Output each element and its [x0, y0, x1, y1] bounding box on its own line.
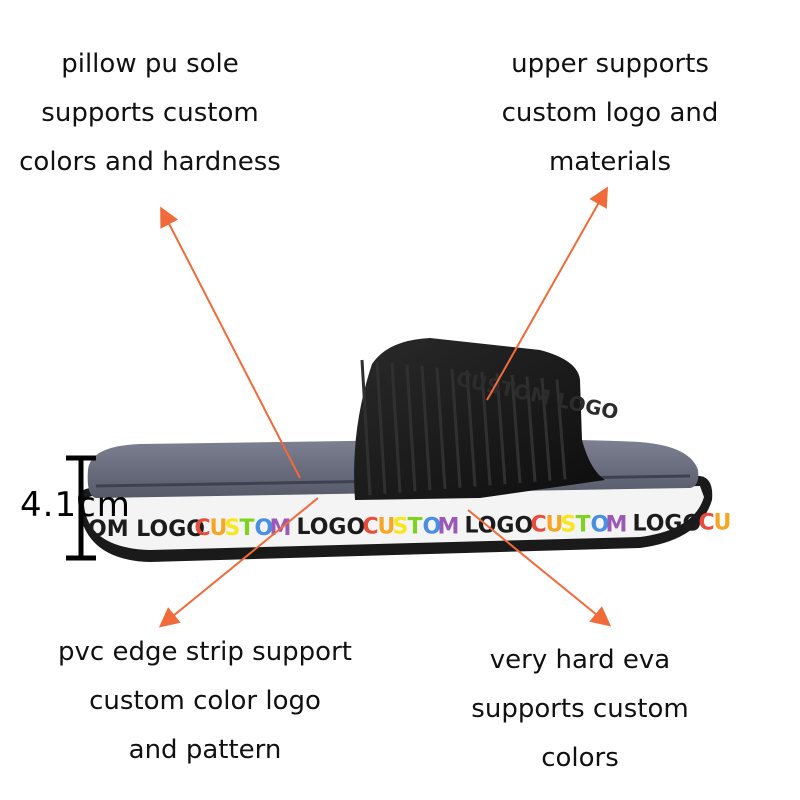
upper-rib: [450, 368, 462, 488]
upper-strap: [354, 338, 605, 500]
arrow-sole: [160, 206, 301, 479]
annotation-line: pvc edge strip support: [58, 637, 352, 667]
upper-rib: [555, 379, 567, 480]
annotation-line: custom color logo: [89, 686, 321, 716]
annotation-eva: very hard eva supports custom colors: [440, 636, 720, 783]
upper-rib: [390, 362, 402, 493]
strip-word: LOGO: [297, 515, 366, 540]
annotation-line: materials: [548, 147, 672, 177]
annotation-line: supports custom: [471, 694, 689, 724]
upper-rib: [465, 370, 477, 487]
upper-rib: [420, 365, 432, 491]
strip-word: CUSTOM: [363, 514, 460, 539]
upper-rib: [480, 371, 492, 486]
annotation-line: upper supports: [511, 49, 709, 79]
annotation-pu-sole: pillow pu sole supports custom colors an…: [0, 40, 300, 187]
annotation-line: and pattern: [128, 735, 282, 765]
annotation-line: very hard eva: [489, 645, 671, 675]
arrow-eva: [467, 509, 612, 627]
height-bracket: [66, 455, 96, 561]
arrow-strip: [158, 497, 319, 628]
upper-rib: [540, 377, 552, 481]
annotation-line: custom logo and: [501, 98, 719, 128]
height-label: 4.1cm: [20, 485, 131, 525]
strip-word: CUSTOM: [195, 516, 292, 541]
arrow-upper: [486, 186, 608, 401]
annotation-pvc-strip: pvc edge strip support custom color logo…: [40, 628, 370, 775]
annotation-arrows: [158, 186, 612, 628]
annotation-line: colors: [541, 743, 619, 773]
upper-rib: [525, 376, 537, 482]
strip-word: CUSTOM: [531, 513, 628, 538]
annotation-line: pillow pu sole: [61, 49, 239, 79]
annotation-line: colors and hardness: [19, 147, 281, 177]
strip-word: LOGO: [633, 512, 702, 537]
upper-rib: [495, 373, 507, 485]
upper-rib: [435, 367, 447, 490]
upper-rib: [360, 359, 372, 496]
annotation-line: supports custom: [41, 98, 259, 128]
pvc-edge-strip: [84, 486, 704, 550]
upper-ribs: [360, 359, 567, 496]
upper-rib: [375, 361, 387, 494]
upper-rib: [510, 374, 522, 484]
strip-word: CU: [699, 511, 732, 536]
strip-word: OM LOGO: [88, 517, 205, 542]
annotation-upper: upper supports custom logo and materials: [460, 40, 760, 187]
upper-rib: [405, 364, 417, 492]
